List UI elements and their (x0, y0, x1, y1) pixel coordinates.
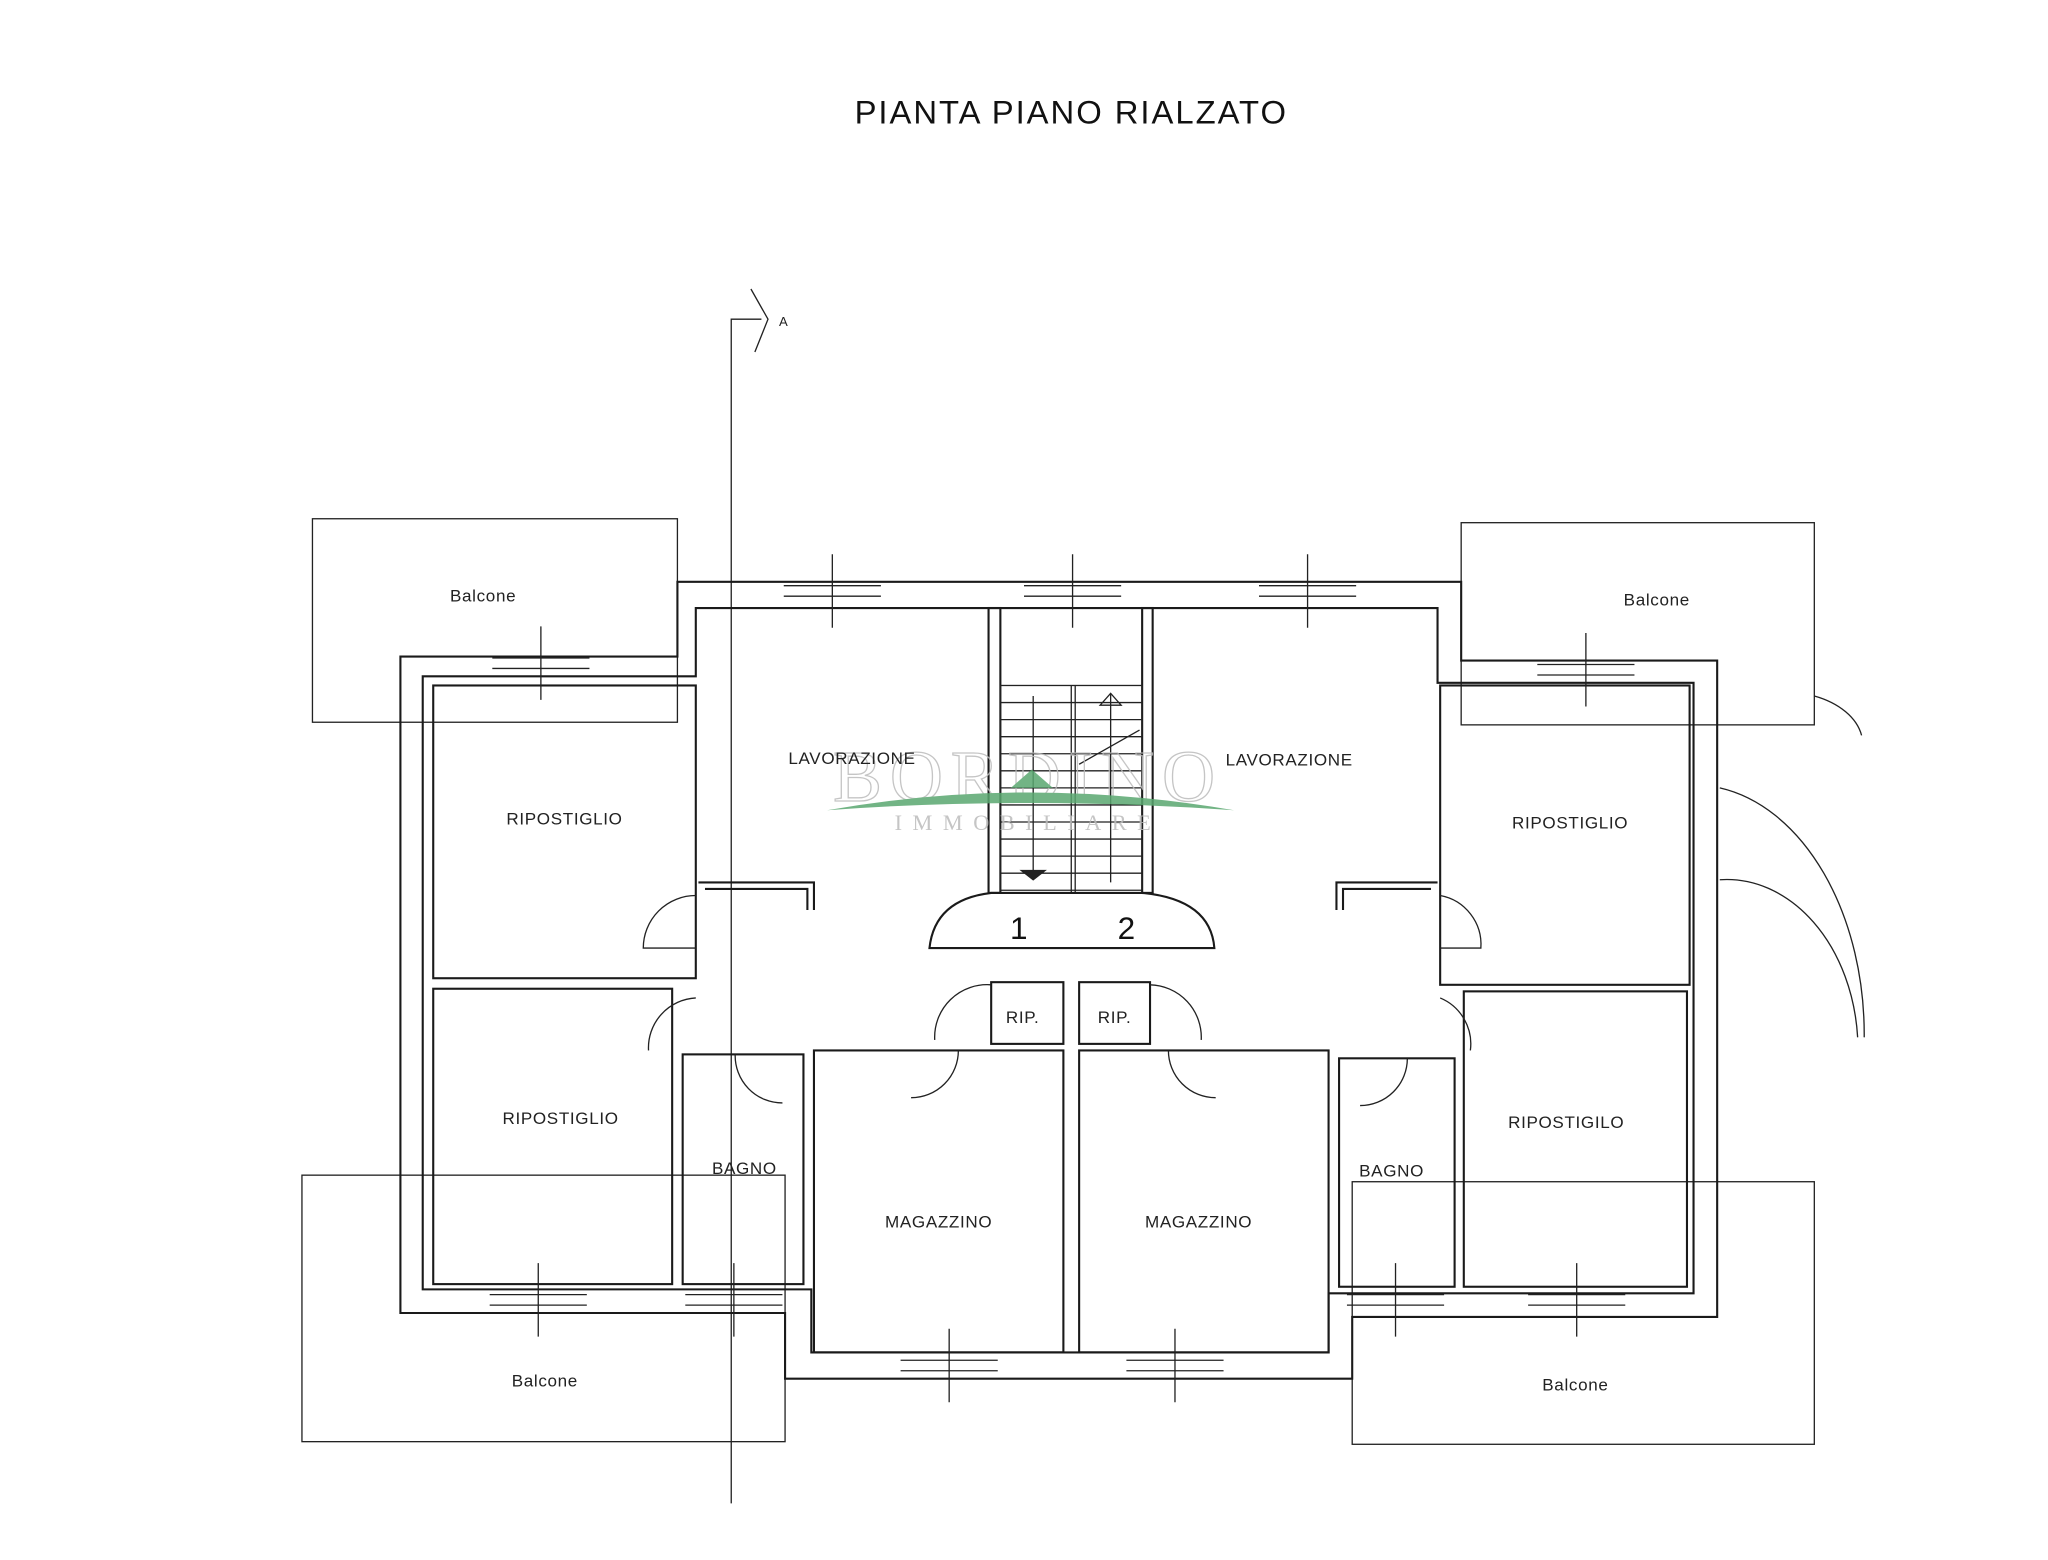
room-magazzino-right: MAGAZZINO (1145, 1213, 1252, 1232)
balcone-bottom-left: Balcone (512, 1372, 578, 1391)
balcone-bottom-right: Balcone (1542, 1375, 1608, 1394)
room-ripostiglio-top-left: RIPOSTIGLIO (506, 810, 622, 829)
balcone-top-left: Balcone (450, 586, 516, 605)
room-ripostiglio-bottom-left: RIPOSTIGLIO (502, 1109, 618, 1128)
entrance-2: 2 (1118, 910, 1136, 946)
watermark-sub: IMMOBILIARE (895, 810, 1162, 835)
section-line-a: A (730, 288, 788, 1504)
room-rip-right: RIP. (1098, 1008, 1132, 1027)
plan-title: PIANTA PIANO RIALZATO (855, 94, 1288, 131)
window-marker (1126, 1328, 1224, 1403)
room-magazzino-left: MAGAZZINO (885, 1213, 992, 1232)
entrance-landing (928, 891, 1216, 950)
window-marker (685, 1263, 783, 1337)
section-label: A (779, 314, 788, 329)
entrance-1: 1 (1010, 910, 1028, 946)
window-marker (1346, 1263, 1445, 1337)
window-marker (783, 554, 881, 628)
window-markers (489, 554, 1635, 1403)
room-bagno-right: BAGNO (1359, 1161, 1424, 1180)
watermark-arc (827, 792, 1235, 811)
window-marker (1258, 554, 1357, 628)
window-marker (489, 1263, 587, 1337)
balconies (301, 518, 1815, 1445)
watermark-house-icon (1010, 769, 1053, 788)
room-bagno-left: BAGNO (712, 1159, 777, 1178)
balcone-top-right: Balcone (1624, 590, 1690, 609)
room-lavorazione-right: LAVORAZIONE (1226, 751, 1353, 770)
window-marker (1024, 554, 1122, 628)
window-marker (1528, 1263, 1626, 1337)
room-rip-left: RIP. (1006, 1008, 1040, 1027)
watermark-logo: BORDINO IMMOBILIARE (827, 734, 1235, 835)
room-lavorazione-left: LAVORAZIONE (788, 749, 915, 768)
window-marker (1537, 632, 1635, 707)
window-marker (900, 1328, 998, 1403)
window-marker (492, 626, 590, 700)
outer-walls (399, 580, 1719, 1380)
room-ripostiglio-top-right: RIPOSTIGLIO (1512, 814, 1628, 833)
room-ripostiglio-bottom-right: RIPOSTIGILO (1508, 1113, 1624, 1132)
door-swings (642, 695, 1865, 1107)
